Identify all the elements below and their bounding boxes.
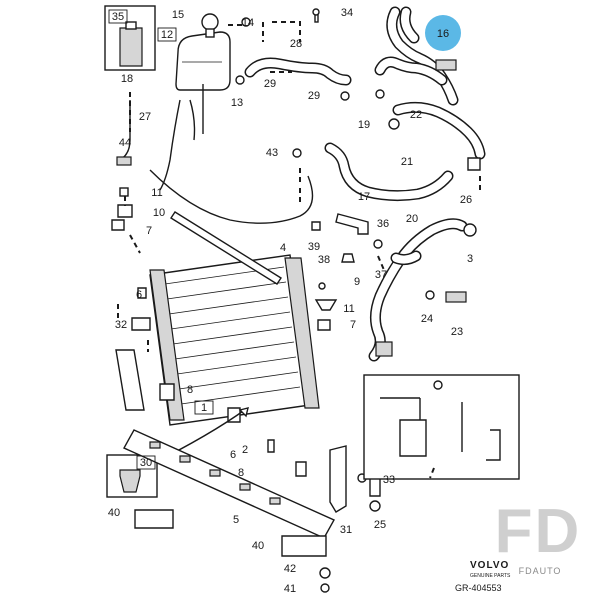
callout-34: 34	[341, 7, 353, 19]
callout-9: 9	[354, 276, 360, 288]
callout-43: 43	[266, 147, 278, 159]
callout-33: 33	[383, 474, 395, 486]
callout-1: 1	[201, 402, 207, 414]
radiator	[115, 211, 320, 477]
callout-40: 40	[108, 507, 120, 519]
callout-11: 11	[343, 303, 354, 315]
callout-13: 13	[231, 97, 243, 109]
callout-6: 6	[136, 289, 142, 301]
callout-30: 30	[140, 457, 152, 469]
expansion-tank	[175, 8, 320, 91]
callout-29: 29	[264, 78, 276, 90]
callout-boxes	[108, 9, 214, 470]
callout-20: 20	[406, 213, 418, 225]
callout-39: 39	[308, 241, 320, 253]
callout-38: 38	[318, 254, 330, 266]
callout-18: 18	[121, 73, 133, 85]
callout-10: 10	[153, 207, 165, 219]
callout-box-35	[108, 9, 128, 24]
callout-box-1	[194, 400, 214, 415]
callout-5: 5	[233, 514, 239, 526]
watermark-letters: FD	[495, 497, 582, 566]
callout-19: 19	[358, 119, 370, 131]
watermark-caption: FDAUTO	[519, 566, 562, 576]
plug-box	[106, 454, 158, 498]
callout-29: 29	[308, 90, 320, 102]
callout-3: 3	[467, 253, 473, 265]
coolant-bottle-box	[104, 5, 156, 71]
callout-highlight: 16	[437, 28, 449, 40]
callout-6: 6	[230, 449, 236, 461]
brand-name: VOLVO	[470, 560, 509, 571]
callout-14: 14	[242, 17, 254, 29]
callout-41: 41	[284, 583, 296, 595]
callout-8: 8	[238, 467, 244, 479]
highlight-bubble	[425, 15, 461, 51]
callout-25: 25	[374, 519, 386, 531]
callout-28: 28	[290, 38, 302, 50]
callout-44: 44	[119, 137, 131, 149]
callout-40: 40	[252, 540, 264, 552]
callout-36: 36	[377, 218, 389, 230]
callout-32: 32	[115, 319, 127, 331]
callout-15: 15	[172, 9, 184, 21]
callout-2: 2	[242, 444, 248, 456]
callout-7: 7	[146, 225, 152, 237]
callout-31: 31	[340, 524, 352, 536]
callout-17: 17	[358, 191, 370, 203]
callout-26: 26	[460, 194, 472, 206]
callout-24: 24	[421, 313, 433, 325]
callout-7: 7	[350, 319, 356, 331]
callout-box-12	[157, 27, 177, 42]
callout-35: 35	[112, 11, 124, 23]
callout-22: 22	[410, 109, 422, 121]
callout-8: 8	[187, 384, 193, 396]
callout-12: 12	[161, 29, 173, 41]
callout-11: 11	[151, 187, 162, 199]
callout-box-30	[136, 455, 156, 470]
callout-23: 23	[451, 326, 463, 338]
callout-21: 21	[401, 156, 413, 168]
diagram-code: GR-404553	[455, 583, 502, 593]
callout-27: 27	[139, 111, 151, 123]
callout-4: 4	[280, 242, 286, 254]
callout-37: 37	[375, 269, 387, 281]
callout-42: 42	[284, 563, 296, 575]
oil-cooler-detail	[363, 374, 520, 480]
brand-tagline: GENUINE PARTS	[470, 573, 511, 579]
